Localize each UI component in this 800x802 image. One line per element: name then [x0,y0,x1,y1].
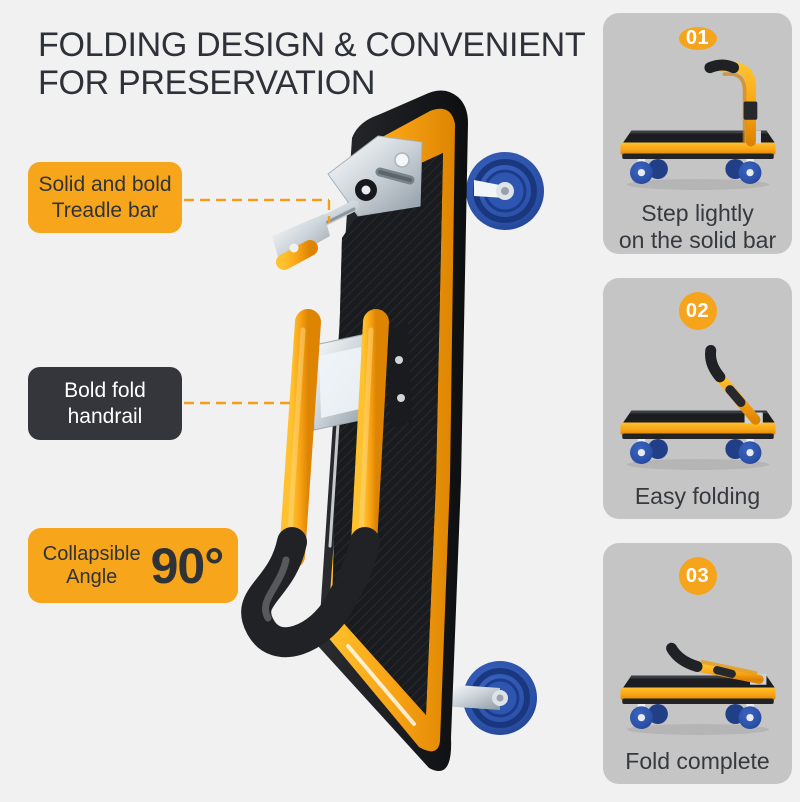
handle-folded-icon [665,642,766,685]
collapsible-angle-label-line-1: Collapsible [42,542,141,565]
main-product-image [241,90,544,772]
page-title-line-2: FOR PRESERVATION [38,64,376,103]
step-card-3: 03 Fold complete [603,543,792,784]
handrail-grip [241,527,380,658]
step-3-cart-image [619,642,776,735]
step-card-1: 01 Step lightly on the solid [603,13,792,254]
step-3-caption-line-1: Fold complete [625,748,770,775]
handle-bracket [386,324,412,428]
callout-treadle-bar: Solid and bold Treadle bar [28,162,182,233]
step-2-number-badge: 02 [678,292,717,330]
step-3-caption: Fold complete [625,748,769,775]
step-1-caption: Step lightly on the solid bar [619,200,776,253]
handle-folding-icon [704,344,763,425]
callout-handrail: Bold fold handrail [28,367,182,440]
step-1-number-badge: 01 [678,27,717,50]
collapsible-angle-label-line-2: Angle [66,565,118,588]
step-1-cart-image [619,59,776,190]
page-title-line-1: FOLDING DESIGN & CONVENIENT [38,26,586,64]
step-1-caption-line-2: on the solid bar [618,226,777,253]
step-2-caption: Easy folding [635,483,760,510]
callout-handrail-line-2: handrail [67,404,143,428]
step-2-cart-image [619,344,776,470]
collapsible-angle-value: 90° [150,537,225,594]
callout-handrail-line-1: Bold fold [64,378,146,402]
handle-tubes [279,309,389,569]
treadle-bar-assembly [272,135,423,270]
bottom-caster-wheel-icon [442,661,537,735]
step-1-caption-line-1: Step lightly [641,200,754,226]
handle-upright-icon [703,59,761,147]
top-caster-wheel-icon [464,152,544,230]
step-card-2: 02 Easy folding [603,278,792,519]
step-3-number-badge: 03 [678,557,717,595]
page-title: FOLDING DESIGN & CONVENIENT FOR PRESERVA… [38,26,586,103]
collapsible-angle-label: Collapsible Angle [43,543,141,589]
step-2-caption-line-1: Easy folding [634,483,761,510]
callout-treadle-bar-line-1: Solid and bold [38,172,172,196]
platform-icon [619,410,776,439]
platform-icon [619,130,776,159]
collapsible-angle-badge: Collapsible Angle 90° [28,528,238,603]
callout-treadle-bar-line-2: Treadle bar [51,198,159,222]
